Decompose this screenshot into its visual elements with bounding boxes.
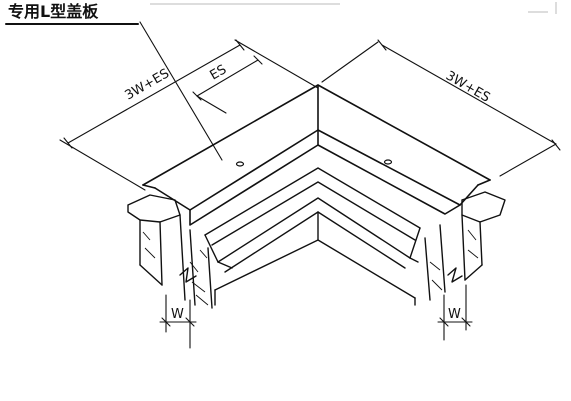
channel-body xyxy=(204,167,421,306)
fixing-bolt-icons xyxy=(235,159,393,167)
drawing-title: 专用L型盖板 xyxy=(8,2,99,21)
leader-line xyxy=(139,21,223,161)
dimension-left-3w-es xyxy=(59,39,319,191)
bolt-icon xyxy=(235,161,245,167)
left-wall-hatch xyxy=(142,231,209,306)
bolt-icon xyxy=(383,159,393,165)
cover-plate xyxy=(142,84,491,226)
dimension-label-es: ES xyxy=(208,62,230,83)
dimension-label-right-w: W xyxy=(448,307,461,322)
dimension-right-w xyxy=(437,284,473,341)
dimension-right-3w-es xyxy=(321,39,561,177)
dimension-label-right: 3W+ES xyxy=(443,68,492,105)
right-wall-hatch xyxy=(429,229,479,291)
faint-header-marks xyxy=(150,2,557,14)
right-wall-section xyxy=(424,191,506,301)
dimension-label-left-w: W xyxy=(171,307,184,322)
dimension-es xyxy=(192,55,263,114)
dimension-left-w xyxy=(159,294,197,349)
left-wall-section xyxy=(127,194,213,309)
